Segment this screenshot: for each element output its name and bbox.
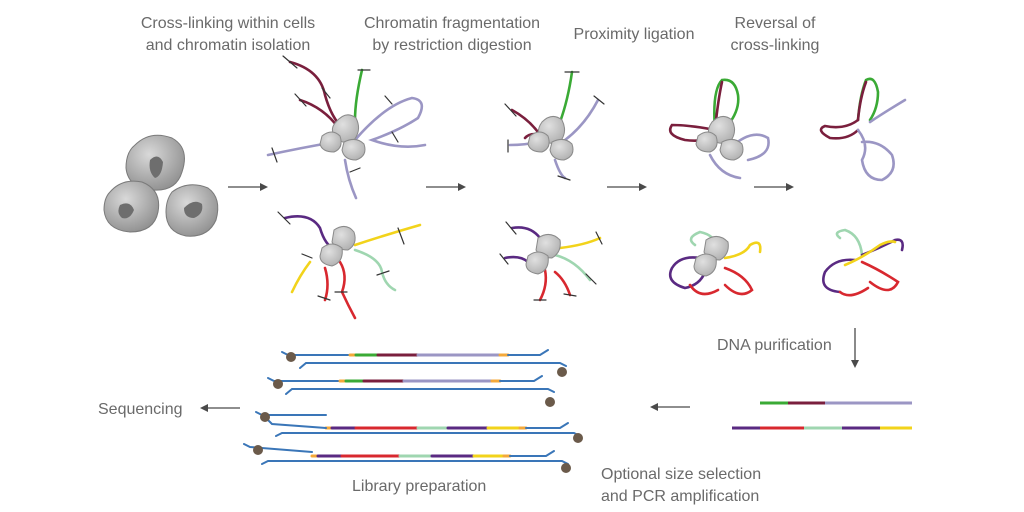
sequencing-label: Sequencing [98,401,183,418]
cell-nucleus [184,201,203,218]
library-fragment [255,411,581,437]
protein-complex [319,114,366,161]
reversed-dna-top [819,77,907,182]
cell-nucleus [118,203,134,219]
arrow-crosslink-to-fragmentation [426,183,466,191]
library-fragment [281,349,567,369]
adapter-icon [561,463,571,473]
step2-label-line1: Chromatin fragmentation [364,15,540,32]
adapter-icon [573,433,583,443]
crosslinked-chromatin-bottom [277,211,422,320]
reversed-dna-bottom [822,228,904,297]
adapter-icon [273,379,283,389]
adapter-icon [286,352,296,362]
arrow-to-library [650,403,690,411]
step4-label-line2: cross-linking [731,37,820,54]
adapter-icon [253,445,263,455]
size-selection-label-line2: and PCR amplification [601,488,759,505]
arrow-ligation-to-reversal [754,183,794,191]
fragmented-chromatin-top [504,70,605,181]
adapter-icon [545,397,555,407]
arrow-dna-purification-down [851,328,859,368]
arrow-cells-to-crosslink [228,183,268,191]
protein-complex [319,226,356,267]
step1-label-line2: and chromatin isolation [146,37,311,54]
arrow-to-sequencing [200,404,240,412]
library-fragment [267,375,555,395]
protein-complex [527,116,574,161]
arrow-fragmentation-to-ligation [607,183,647,191]
fragmented-chromatin-bottom [499,221,603,302]
cell-nucleus [149,156,163,178]
protein-complex [693,236,729,277]
adapter-icon [260,412,270,422]
cells-group [103,134,219,237]
size-selection-label-line1: Optional size selection [601,466,761,483]
adapter-icon [557,367,567,377]
step1-label-line1: Cross-linking within cells [141,15,315,32]
library-fragment [243,443,569,465]
step2-label-line2: by restriction digestion [372,37,531,54]
dna-purification-label: DNA purification [717,337,832,354]
library-preparation-label: Library preparation [352,478,486,495]
protein-complex [695,116,744,161]
step4-label-line1: Reversal of [735,15,816,32]
protein-complex [525,234,561,275]
step3-label: Proximity ligation [574,26,695,43]
